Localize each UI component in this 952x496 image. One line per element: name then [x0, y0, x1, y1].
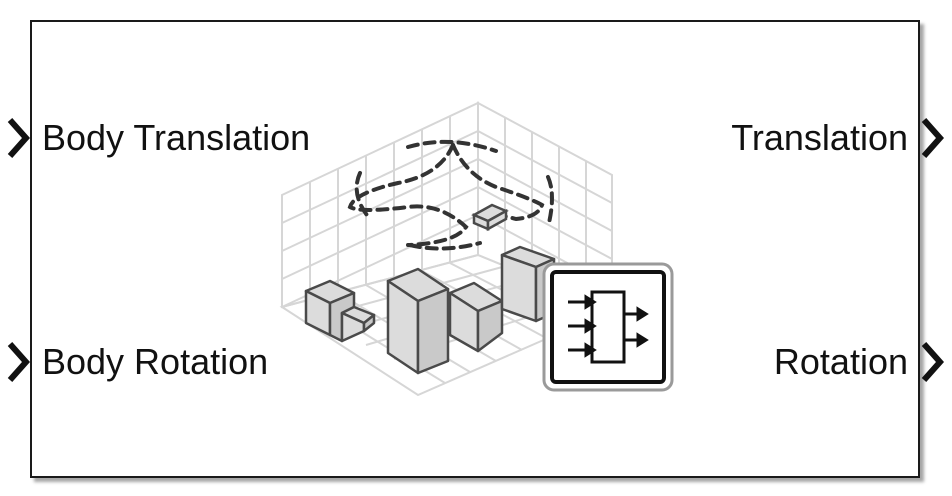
simulation-block[interactable]: [30, 20, 920, 478]
output-port-2-arrow-icon[interactable]: [920, 340, 944, 384]
input-port-label-body-rotation: Body Rotation: [42, 341, 269, 382]
input-port-1-arrow-icon[interactable]: [6, 116, 30, 160]
subsystem-icon: [542, 262, 674, 392]
input-port-2-arrow-icon[interactable]: [6, 340, 30, 384]
drone-icon: [471, 203, 509, 232]
3d-scene-icon: [279, 101, 615, 397]
output-port-label-rotation: Rotation: [773, 341, 908, 382]
input-port-label-body-translation: Body Translation: [42, 117, 311, 158]
output-port-1-arrow-icon[interactable]: [920, 116, 944, 160]
building-icon: [304, 245, 556, 375]
output-port-label-translation: Translation: [731, 117, 908, 158]
